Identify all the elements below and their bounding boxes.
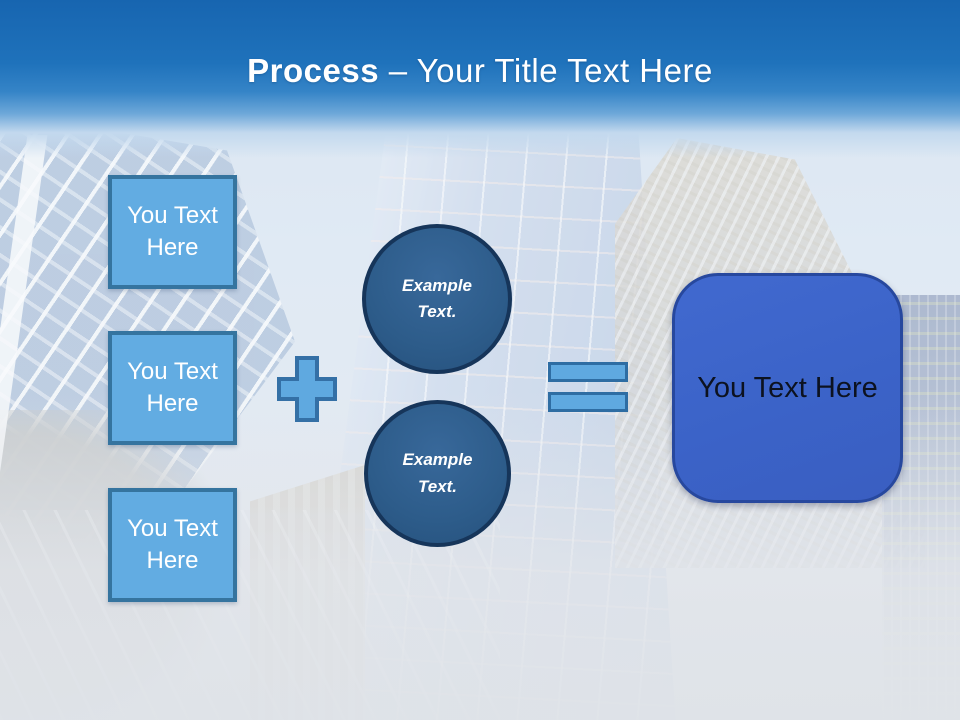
input-box-1-label: You Text Here <box>127 202 218 261</box>
example-circle-2-label: Example Text. <box>402 450 473 496</box>
input-box-2-label: You Text Here <box>127 358 218 417</box>
slide-title[interactable]: Process – Your Title Text Here <box>0 52 960 90</box>
title-bar: Process – Your Title Text Here <box>0 0 960 158</box>
equals-bar-bottom <box>548 392 628 412</box>
equals-icon[interactable] <box>548 362 628 412</box>
input-box-2[interactable]: You Text Here <box>108 331 237 445</box>
example-circle-1-label: Example Text. <box>402 275 472 321</box>
plus-icon[interactable] <box>277 356 337 422</box>
input-box-1[interactable]: You Text Here <box>108 175 237 289</box>
example-circle-1[interactable]: Example Text. <box>362 224 512 374</box>
input-box-3[interactable]: You Text Here <box>108 488 237 602</box>
input-box-3-label: You Text Here <box>127 515 218 574</box>
equals-bar-top <box>548 362 628 382</box>
slide-title-keyword: Process <box>247 52 380 89</box>
slide-title-rest: – Your Title Text Here <box>388 52 713 89</box>
result-box-label: You Text Here <box>697 371 878 404</box>
example-circle-2[interactable]: Example Text. <box>364 400 511 547</box>
result-box[interactable]: You Text Here <box>672 273 903 503</box>
